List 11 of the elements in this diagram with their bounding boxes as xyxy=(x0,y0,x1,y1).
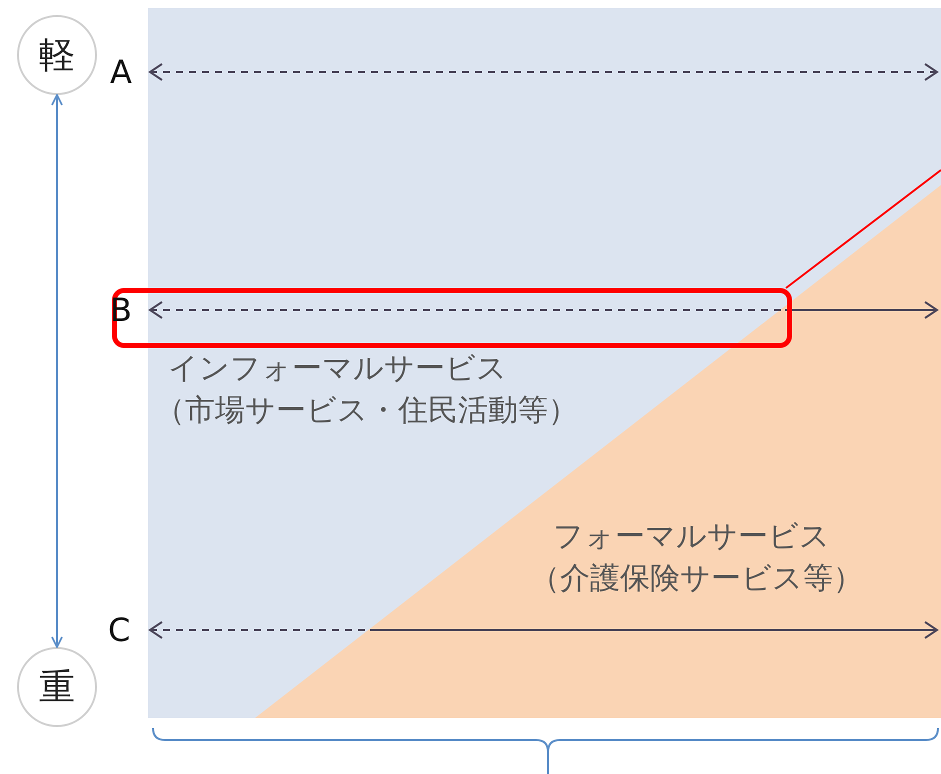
service-label: （介護保険サービス等） xyxy=(530,562,863,596)
arrow xyxy=(51,94,63,648)
leader-line xyxy=(785,169,941,289)
service-label: フォーマルサービス xyxy=(553,520,830,554)
level-circle: 重 xyxy=(17,647,97,727)
level-circle: 軽 xyxy=(17,15,97,95)
service-label: インフォーマルサービス xyxy=(168,352,507,386)
service-label: （市場サービス・住民活動等） xyxy=(155,394,578,428)
level-letter: C xyxy=(108,612,130,649)
highlight-frame xyxy=(112,288,792,348)
level-letter: A xyxy=(110,54,132,91)
